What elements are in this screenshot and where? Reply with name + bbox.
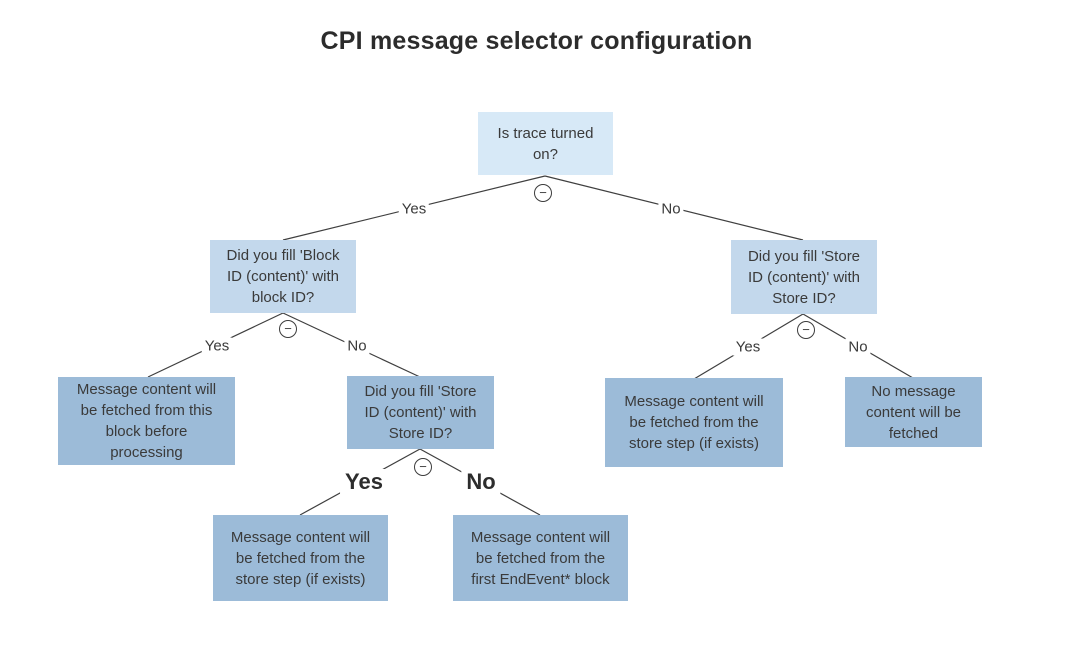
node-answer-right-yes: Message content will be fetched from the…: [605, 378, 783, 467]
edge-label-store-mid-yes: Yes: [340, 469, 388, 495]
edge-label-store-right-yes: Yes: [732, 338, 764, 356]
node-answer-mid-no: Message content will be fetched from the…: [453, 515, 628, 601]
page-title: CPI message selector configuration: [320, 27, 753, 55]
node-store-id-question-right: Did you fill 'Store ID (content)' with S…: [731, 240, 877, 314]
edge-label-root-no: No: [658, 200, 684, 218]
node-answer-block-yes: Message content will be fetched from thi…: [58, 377, 235, 465]
node-root-question: Is trace turned on?: [478, 112, 613, 175]
node-block-id-question: Did you fill 'Block ID (content)' with b…: [210, 240, 356, 313]
node-answer-right-no: No message content will be fetched: [845, 377, 982, 447]
collapse-icon[interactable]: −: [797, 321, 815, 339]
edge-label-store-mid-no: No: [461, 469, 501, 495]
collapse-icon[interactable]: −: [534, 184, 552, 202]
node-store-id-question-mid: Did you fill 'Store ID (content)' with S…: [347, 376, 494, 449]
edge-label-store-right-no: No: [845, 338, 871, 356]
collapse-icon[interactable]: −: [279, 320, 297, 338]
collapse-icon[interactable]: −: [414, 458, 432, 476]
edge-label-block-no: No: [344, 337, 370, 355]
edge-label-block-yes: Yes: [201, 337, 233, 355]
edge-label-root-yes: Yes: [398, 200, 430, 218]
node-answer-mid-yes: Message content will be fetched from the…: [213, 515, 388, 601]
